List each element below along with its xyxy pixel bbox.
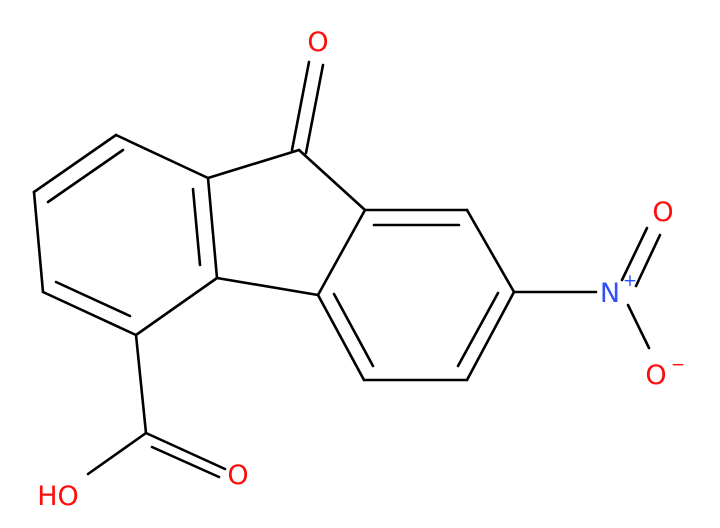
ketone-oxygen-label: O [307, 27, 328, 58]
bond [41, 290, 138, 337]
bond [297, 148, 367, 212]
bond [465, 290, 516, 382]
bond [316, 293, 366, 382]
bond [114, 133, 210, 180]
bond [86, 431, 148, 476]
bond [134, 333, 148, 435]
nitro-nitrogen-label: N [600, 278, 620, 309]
bond [456, 291, 500, 368]
bond [304, 63, 325, 155]
bond [215, 276, 320, 297]
bond [332, 292, 375, 368]
bond [290, 60, 311, 152]
bond [144, 431, 227, 471]
bonds [32, 60, 662, 479]
bond [620, 226, 649, 282]
bond [634, 233, 662, 288]
bond [316, 208, 367, 297]
hydroxyl-label: HO [37, 481, 79, 512]
bond [191, 187, 202, 267]
bond [134, 276, 219, 337]
bond [465, 208, 516, 294]
bond [54, 280, 132, 318]
carbonyl-oxygen-label: O [227, 460, 248, 491]
nitro-oxygen-2-label: O [645, 360, 666, 391]
bond [32, 190, 45, 294]
nitro-oxygen-1-label: O [652, 197, 673, 228]
bond [206, 176, 219, 280]
bond [206, 148, 301, 180]
bond [46, 148, 125, 204]
nitro-oxygen-2-charge: − [671, 355, 685, 375]
nitro-nitrogen-charge: + [623, 271, 637, 291]
bond [32, 133, 118, 194]
bond [150, 445, 221, 479]
atom-labels: O N + O O − O HO [37, 27, 685, 512]
bond [626, 303, 651, 350]
